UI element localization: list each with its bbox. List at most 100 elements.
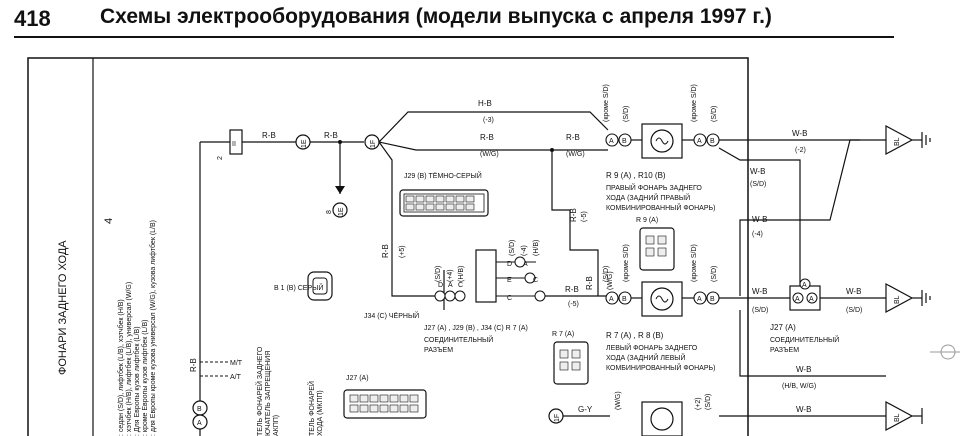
svg-text:(-4): (-4) [521,245,528,256]
svg-text:R-B: R-B [565,285,579,294]
svg-text:(-2): (-2) [795,147,806,154]
svg-text:B: B [197,406,202,413]
svg-text:M/T: M/T [230,360,243,367]
svg-text:R-B: R-B [566,133,580,142]
svg-text:E: E [507,277,512,284]
svg-text:A: A [697,138,702,145]
svg-text:8: 8 [326,210,333,214]
svg-text:BL: BL [894,413,901,422]
connector-j29 [399,189,489,217]
svg-text:(W/G): (W/G) [566,151,585,158]
svg-text:R-B: R-B [480,133,494,142]
svg-text:II: II [232,141,236,148]
left-lamp-desc-3: КОМБИНИРОВАННЫЙ ФОНАРЬ) [606,363,715,372]
ground-bl-1: BL [885,124,931,156]
ground-bl-3: BL [885,400,923,432]
switch-label-5: ХОДА (МКПП) [317,390,324,436]
svg-text:A: A [197,420,202,427]
diagram-frame [27,57,749,436]
svg-text:(H/B, W/G): (H/B, W/G) [782,383,816,390]
right-lamp-pin-note: (кроме S/D) [603,84,610,122]
svg-text:(+2): (+2) [695,397,702,410]
svg-text:W-B: W-B [796,405,811,414]
svg-text:C: C [458,282,463,289]
svg-text:(S/D): (S/D) [752,307,768,314]
page-number: 418 [14,6,51,31]
svg-text:A: A [697,296,702,303]
svg-text:D: D [438,282,443,289]
connector-r9-label: R 9 (A) [636,217,658,224]
left-lamp-desc-1: ЛЕВЫЙ ФОНАРЬ ЗАДНЕГО [606,343,698,352]
svg-text:BL: BL [894,137,901,146]
svg-text:1F: 1F [554,414,561,422]
svg-text:(S/D): (S/D) [435,266,442,282]
svg-text:W-B: W-B [796,365,811,374]
page-title: Схемы электрооборудования (модели выпуск… [100,5,772,28]
svg-text:(-5): (-5) [568,301,579,308]
section-number: 4 [103,218,115,224]
svg-text:A: A [809,296,814,303]
svg-text:A/T: A/T [230,374,242,381]
section-title: ФОНАРИ ЗАДНЕГО ХОДА [57,240,69,375]
junction-right-label-2: РАЗЪЕМ [770,347,799,354]
svg-text:W-B: W-B [792,129,807,138]
connector-b1-label: B 1 (B) СЕРЫЙ [274,283,323,292]
svg-text:W-B: W-B [752,215,767,224]
svg-text:BL: BL [894,295,901,304]
svg-text:(S/D): (S/D) [705,394,712,410]
svg-text:(S/D): (S/D) [603,266,610,282]
connector-j27 [343,389,427,419]
svg-text:(S/D): (S/D) [509,240,516,256]
svg-text:(-5): (-5) [581,211,588,222]
connector-j29-label: J29 (B) ТЁМНО-СЕРЫЙ [404,171,482,180]
svg-text:2: 2 [217,156,224,160]
note-3: : Для Европы кузов лифтбек (L/B) [133,326,141,436]
right-lamp-desc-3: КОМБИНИРОВАННЫЙ ФОНАРЬ) [606,203,715,212]
svg-text:(S/D): (S/D) [846,307,862,314]
left-lamp-codes: R 7 (A) , R 8 (B) [606,331,664,340]
svg-text:A: A [795,296,800,303]
page-header: 418 Схемы электрооборудования (модели вы… [0,0,960,40]
svg-text:A: A [802,282,807,289]
svg-text:B: B [710,138,715,145]
junction-label-2: РАЗЪЕМ [424,347,453,354]
right-reverse-lamp [605,123,720,159]
binding-margin-marks [930,344,960,360]
connector-r7 [553,341,589,385]
connector-j27-right-label: J27 (A) [770,323,796,332]
switch-label-3: АКПП) [273,415,280,436]
svg-text:W-B: W-B [752,287,767,296]
note-5: : для Европы кроме кузова универсал (W/G… [149,220,157,436]
header-rule [14,36,894,38]
svg-text:(кроме S/D): (кроме S/D) [691,84,698,122]
svg-text:B: B [622,138,627,145]
svg-text:H-B: H-B [478,99,492,108]
svg-text:(+4): (+4) [447,269,454,282]
junction-connector-list: J27 (A) , J29 (B) , J34 (C) R 7 (A) [424,325,528,332]
ground-bl-2: BL [885,282,931,314]
svg-text:R-B: R-B [569,208,578,222]
svg-text:(кроме S/D): (кроме S/D) [691,244,698,282]
svg-text:(H/B): (H/B) [458,266,465,282]
svg-text:B: B [622,296,627,303]
svg-text:A: A [523,261,528,268]
svg-text:1F: 1F [370,140,377,148]
right-lamp-desc-2: ХОДА (ЗАДНИЙ ПРАВЫЙ [606,193,690,202]
svg-text:(H/B): (H/B) [533,240,540,256]
svg-text:W-B: W-B [750,167,765,176]
right-lamp-desc-1: ПРАВЫЙ ФОНАРЬ ЗАДНЕГО [606,183,702,192]
svg-text:1E: 1E [338,207,345,216]
connector-1e-lower [332,202,348,218]
svg-text:D: D [507,261,512,268]
svg-text:A: A [609,138,614,145]
svg-text:B: B [710,296,715,303]
connector-r7-label: R 7 (A) [552,331,574,338]
switch-label-1: ТЕЛЬ ФОНАРЕЙ ЗАДНЕГО [255,346,264,436]
left-lamp-desc-2: ХОДА (ЗАДНИЙ ЛЕВЫЙ [606,353,686,362]
svg-text:(+5): (+5) [399,245,406,258]
svg-text:1E: 1E [301,139,308,148]
note-2: : хэтчбек (H/B), лифтбек (L/B), универса… [125,282,133,436]
connector-r9 [639,227,675,271]
svg-text:(W/G): (W/G) [615,391,622,410]
